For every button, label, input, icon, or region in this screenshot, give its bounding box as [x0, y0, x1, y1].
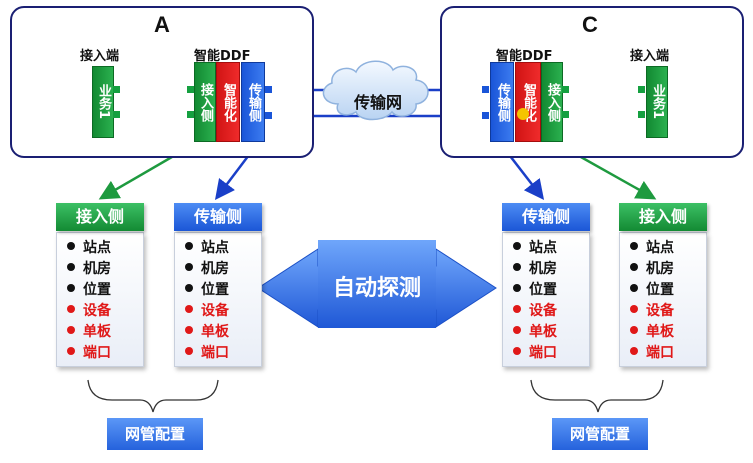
card-item: 机房 — [67, 258, 111, 278]
card-a-access: 接入侧 站点 机房 位置 设备 单板 端口 — [56, 203, 144, 367]
card-item: 站点 — [185, 237, 229, 257]
card-a-transport-title: 传输侧 — [174, 203, 262, 231]
site-a-transport-port-1 — [265, 86, 272, 93]
left-brace — [87, 379, 219, 413]
transport-network-cloud — [322, 60, 429, 121]
card-item: 设备 — [513, 300, 557, 320]
network-management-config-left[interactable]: 网管配置 — [107, 418, 203, 450]
site-a-access-side: 接入侧 — [194, 62, 216, 142]
card-item: 端口 — [513, 342, 557, 362]
card-c-access-title: 接入侧 — [619, 203, 707, 231]
card-item: 单板 — [185, 321, 229, 341]
card-item: 机房 — [513, 258, 557, 278]
site-c-business-port-1 — [638, 86, 645, 93]
transport-network-label: 传输网 — [353, 93, 402, 112]
site-c-label: C — [582, 12, 598, 37]
site-a-business-port-1 — [113, 86, 120, 93]
card-item: 设备 — [67, 300, 111, 320]
card-item: 单板 — [67, 321, 111, 341]
site-a-transport-port-2 — [265, 112, 272, 119]
site-a-business: 业务1 — [92, 66, 114, 138]
card-item: 站点 — [67, 237, 111, 257]
card-item: 端口 — [630, 342, 674, 362]
card-item: 设备 — [630, 300, 674, 320]
site-c-ddf-title: 智能DDF — [496, 49, 553, 64]
site-a-smart: 智能化 — [216, 62, 240, 142]
card-c-transport-title: 传输侧 — [502, 203, 590, 231]
site-c-access-port-1 — [562, 86, 569, 93]
site-c-business-port-2 — [638, 111, 645, 118]
card-a-access-title: 接入侧 — [56, 203, 144, 231]
card-a-transport: 传输侧 站点 机房 位置 设备 单板 端口 — [174, 203, 262, 367]
site-a-access-end-title: 接入端 — [80, 49, 120, 64]
site-a-business-port-2 — [113, 111, 120, 118]
site-c-business: 业务1 — [646, 66, 668, 138]
auto-detect-label: 自动探测 — [332, 276, 421, 301]
card-item: 单板 — [513, 321, 557, 341]
card-item: 位置 — [185, 279, 229, 299]
card-item: 位置 — [630, 279, 674, 299]
auto-detect-box — [318, 240, 436, 328]
site-c-access-side: 接入侧 — [541, 62, 563, 142]
card-item: 端口 — [67, 342, 111, 362]
site-c-indicator-dot — [517, 108, 529, 120]
site-a-label: A — [154, 12, 170, 37]
card-item: 位置 — [67, 279, 111, 299]
card-c-access: 接入侧 站点 机房 位置 设备 单板 端口 — [619, 203, 707, 367]
site-c-transport-port-2 — [482, 112, 489, 119]
card-item: 站点 — [630, 237, 674, 257]
site-c-transport-port-1 — [482, 86, 489, 93]
card-item: 机房 — [630, 258, 674, 278]
card-item: 端口 — [185, 342, 229, 362]
site-a-access-port-2 — [187, 111, 194, 118]
card-item: 站点 — [513, 237, 557, 257]
site-c-transport-side: 传输侧 — [490, 62, 514, 142]
network-management-config-right[interactable]: 网管配置 — [552, 418, 648, 450]
site-c-access-end-title: 接入端 — [630, 49, 670, 64]
site-a-ddf-title: 智能DDF — [194, 49, 251, 64]
site-a-transport-side: 传输侧 — [241, 62, 265, 142]
site-c-access-port-2 — [562, 111, 569, 118]
card-item: 机房 — [185, 258, 229, 278]
card-item: 单板 — [630, 321, 674, 341]
card-item: 设备 — [185, 300, 229, 320]
right-brace — [530, 379, 664, 413]
site-a-access-port-1 — [187, 86, 194, 93]
card-c-transport: 传输侧 站点 机房 位置 设备 单板 端口 — [502, 203, 590, 367]
card-item: 位置 — [513, 279, 557, 299]
site-c-smart: 智能化 — [515, 62, 541, 142]
